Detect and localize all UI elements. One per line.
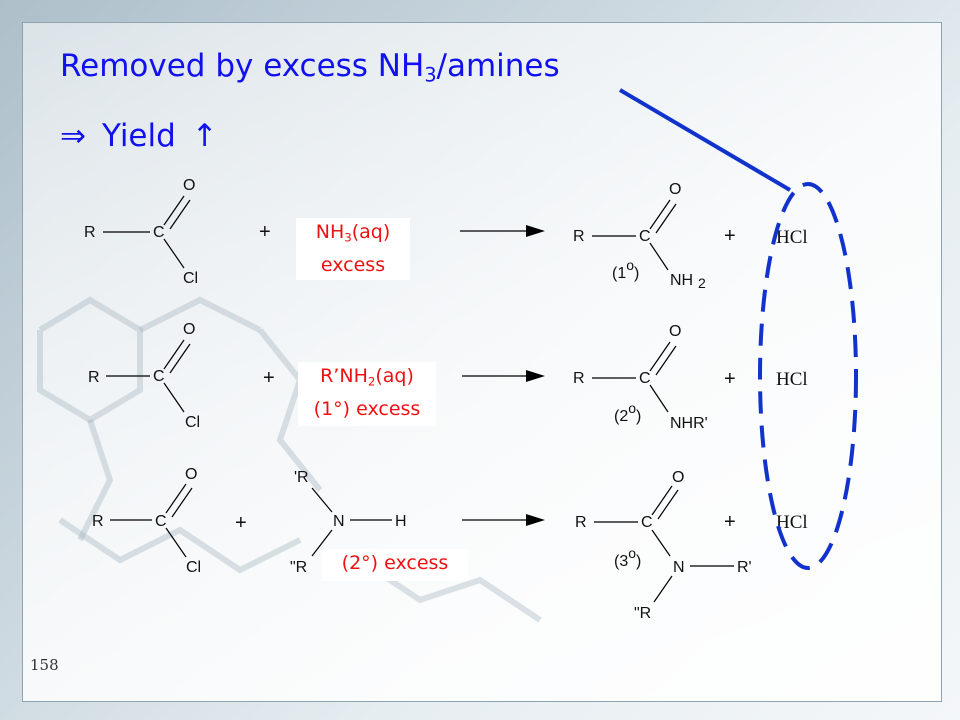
reagent-label-secondary-amine: (2°) excess [322, 549, 468, 581]
atom-n: N [673, 559, 685, 576]
hcl-byproduct: HCl [776, 369, 808, 390]
degree-label: (3o) [614, 545, 641, 570]
atom-n: N [333, 513, 345, 530]
atom-o: O [183, 177, 195, 194]
atom-o: O [672, 469, 684, 486]
atom-o: O [185, 466, 197, 483]
arrow-head [526, 370, 545, 382]
atom-c: C [153, 368, 165, 385]
amide-group-subscript: 2 [698, 275, 706, 291]
degree-label: (2o) [614, 400, 641, 425]
atom-r: R [88, 369, 100, 386]
hcl-byproduct: HCl [776, 512, 808, 533]
reagent-label-ammonia: NH3(aq) excess [296, 218, 410, 280]
yield-line: ⇒ Yield ↑ [60, 118, 234, 154]
plus-sign: + [724, 511, 736, 533]
hcl-highlight-ellipse [758, 182, 858, 570]
callout-line [618, 88, 792, 192]
atom-r-double-prime: "R [634, 605, 651, 622]
page-number: 158 [30, 656, 59, 674]
hcl-byproduct: HCl [776, 227, 808, 248]
atom-r: R [92, 513, 104, 530]
row-1-acyl-chloride: R C O Cl [84, 177, 198, 287]
plus-sign: + [724, 225, 736, 247]
arrow-head [526, 514, 545, 526]
atom-o: O [669, 323, 681, 340]
atom-c: C [155, 513, 167, 530]
implies-arrow-icon: ⇒ [60, 118, 86, 154]
row-3-tertiary-amide: R C O N R' "R (3o) [575, 469, 752, 622]
atom-cl: Cl [186, 559, 201, 576]
row-2-secondary-amide: R C O NHR' (2o) [573, 323, 708, 432]
content-frame [22, 22, 942, 702]
degree-label: (1o) [612, 257, 639, 282]
atom-r: R [573, 228, 585, 245]
plus-sign: + [259, 221, 271, 243]
atom-c: C [639, 370, 651, 387]
atom-c: C [639, 228, 651, 245]
plus-sign: + [263, 367, 275, 389]
up-arrow-icon: ↑ [191, 118, 218, 154]
atom-r-double-prime: "R [290, 559, 307, 576]
amide-group: NH [670, 272, 693, 289]
slide-title: Removed by excess NH3/amines [60, 48, 560, 87]
atom-cl: Cl [185, 414, 200, 431]
row-3-acyl-chloride: R C O Cl [92, 466, 201, 576]
arrow-head [526, 225, 545, 237]
atom-cl: Cl [183, 270, 198, 287]
atom-r: R [573, 370, 585, 387]
atom-o: O [183, 321, 195, 338]
atom-h: H [395, 513, 407, 530]
atom-c: C [153, 224, 165, 241]
atom-o: O [669, 181, 681, 198]
atom-r-prime: R' [737, 559, 752, 576]
atom-r: R [84, 224, 96, 241]
row-2-acyl-chloride: R C O Cl [88, 321, 200, 431]
yield-word: Yield [101, 118, 176, 154]
atom-r: R [575, 514, 587, 531]
reagent-label-primary-amine: R’NH2(aq) (1°) excess [298, 362, 436, 426]
plus-sign: + [724, 368, 736, 390]
atom-c: C [641, 514, 653, 531]
atom-r-prime: 'R [294, 469, 309, 486]
row-1-primary-amide: R C O NH 2 (1o) [573, 181, 706, 291]
plus-sign: + [235, 512, 247, 534]
amide-group: NHR' [670, 415, 708, 432]
secondary-amine: 'R N H "R [290, 469, 407, 576]
